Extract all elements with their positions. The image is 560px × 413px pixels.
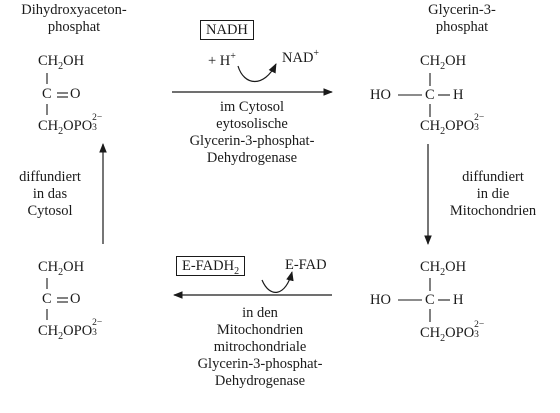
left-arrow-label-line3: Cytosol bbox=[27, 203, 73, 219]
right-arrow-label-line3: Mitochondrien bbox=[449, 203, 537, 219]
nad-plus: NAD+ bbox=[282, 48, 320, 66]
dhap-top-carbon: C bbox=[42, 86, 52, 102]
g3p-top-carbon: C bbox=[425, 87, 435, 103]
right-arrow-label-line2: in die bbox=[476, 186, 510, 202]
dhap-top-ch2oh: CH2OH bbox=[38, 53, 85, 72]
g3p-top-ho: HO bbox=[370, 87, 391, 103]
g3p-top-ch2oh: CH2OH bbox=[420, 53, 467, 72]
bottom-enzyme-line4: Glycerin-3-phosphat- bbox=[197, 356, 323, 372]
top-cofactor-arc bbox=[237, 63, 277, 82]
bottom-enzyme-line1: in den bbox=[242, 305, 278, 321]
dhap-bottom-carbon: C bbox=[42, 291, 52, 307]
g3p-title-line1: Glycerin-3- bbox=[428, 2, 496, 18]
right-arrow-label-line1: diffundiert bbox=[462, 169, 524, 185]
top-enzyme-line3: Glycerin-3-phosphat- bbox=[189, 133, 315, 149]
dhap-title-line2: phosphat bbox=[47, 19, 101, 35]
top-enzyme-line4: Dehydrogenase bbox=[206, 150, 298, 166]
nadh-box: NADH bbox=[200, 20, 254, 40]
g3p-top-h: H bbox=[453, 87, 464, 103]
bottom-enzyme-line3: mitrochondriale bbox=[213, 339, 307, 355]
g3p-bottom-ho: HO bbox=[370, 292, 391, 308]
efad: E-FAD bbox=[285, 257, 327, 273]
bottom-enzyme-line2: Mitochondrien bbox=[216, 322, 304, 338]
left-arrow-label-line2: in das bbox=[32, 186, 68, 202]
bottom-enzyme-line5: Dehydrogenase bbox=[214, 373, 306, 389]
dhap-top-oxygen: O bbox=[70, 86, 81, 102]
dhap-bottom-ch2oh: CH2OH bbox=[38, 259, 85, 278]
dhap-title-line1: Dihydroxyaceton- bbox=[21, 2, 127, 18]
left-arrow-label-line1: diffundiert bbox=[19, 169, 81, 185]
g3p-bottom-h: H bbox=[453, 292, 464, 308]
h-plus: + H+ bbox=[208, 51, 236, 69]
bottom-cofactor-arc bbox=[261, 271, 294, 293]
dhap-bottom-oxygen: O bbox=[70, 291, 81, 307]
g3p-bottom-ch2oh: CH2OH bbox=[420, 259, 467, 278]
top-enzyme-line1: im Cytosol bbox=[219, 99, 285, 115]
g3p-bottom-carbon: C bbox=[425, 292, 435, 308]
g3p-title-line2: phosphat bbox=[435, 19, 489, 35]
top-enzyme-line2: eytosolische bbox=[216, 116, 288, 132]
efadh2-box: E-FADH2 bbox=[176, 256, 246, 276]
